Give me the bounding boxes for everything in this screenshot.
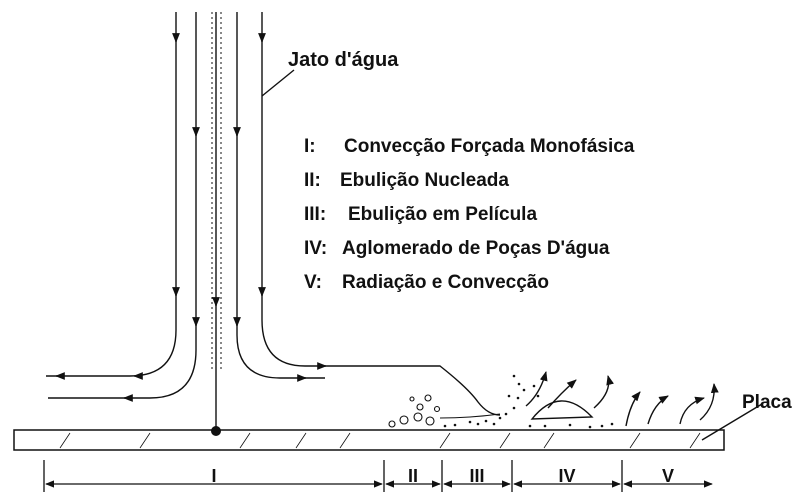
vapor-rising-arrows	[525, 371, 719, 427]
zone-label-IV: IV	[558, 466, 575, 486]
legend-key-4: IV:	[304, 238, 327, 259]
legend-key-3: III:	[304, 204, 326, 225]
zone-label-V: V	[662, 466, 674, 486]
jet-streamline-right-inner	[236, 12, 325, 379]
jet-streamline-left-outer	[46, 12, 177, 377]
plate-label: Placa	[742, 392, 792, 413]
jet-label: Jato d'água	[288, 49, 399, 71]
legend-key-5: V:	[304, 272, 322, 293]
plate	[13, 429, 725, 451]
legend-key-2: II:	[304, 170, 321, 191]
zone-dimensions	[43, 460, 713, 492]
vapor-film-line	[439, 413, 501, 419]
plate-label-leader	[701, 403, 763, 441]
legend-key-1: I:	[304, 136, 316, 157]
legend: I: Convecção Forçada Monofásica II: Ebul…	[304, 136, 635, 293]
jet-label-leader	[261, 69, 295, 97]
zone-labels: I II III IV V	[211, 466, 674, 486]
legend-text-3: Ebulição em Película	[348, 204, 537, 225]
zone-label-I: I	[211, 466, 216, 486]
legend-text-4: Aglomerado de Poças D'água	[342, 238, 610, 259]
nucleate-bubbles	[388, 394, 441, 428]
stagnation-point	[211, 426, 221, 436]
legend-text-2: Ebulição Nucleada	[340, 170, 509, 191]
water-puddle-dome	[530, 400, 594, 420]
legend-text-1: Convecção Forçada Monofásica	[344, 136, 635, 157]
jet-streamline-right-outer	[261, 12, 501, 416]
jet-streamlines	[46, 12, 501, 430]
zone-label-II: II	[408, 466, 418, 486]
vapor-film-dots	[443, 374, 614, 429]
zone-label-III: III	[469, 466, 484, 486]
jet-streamline-left-inner	[48, 12, 197, 399]
streamline-arrows	[55, 33, 327, 402]
legend-text-5: Radiação e Convecção	[342, 272, 549, 293]
